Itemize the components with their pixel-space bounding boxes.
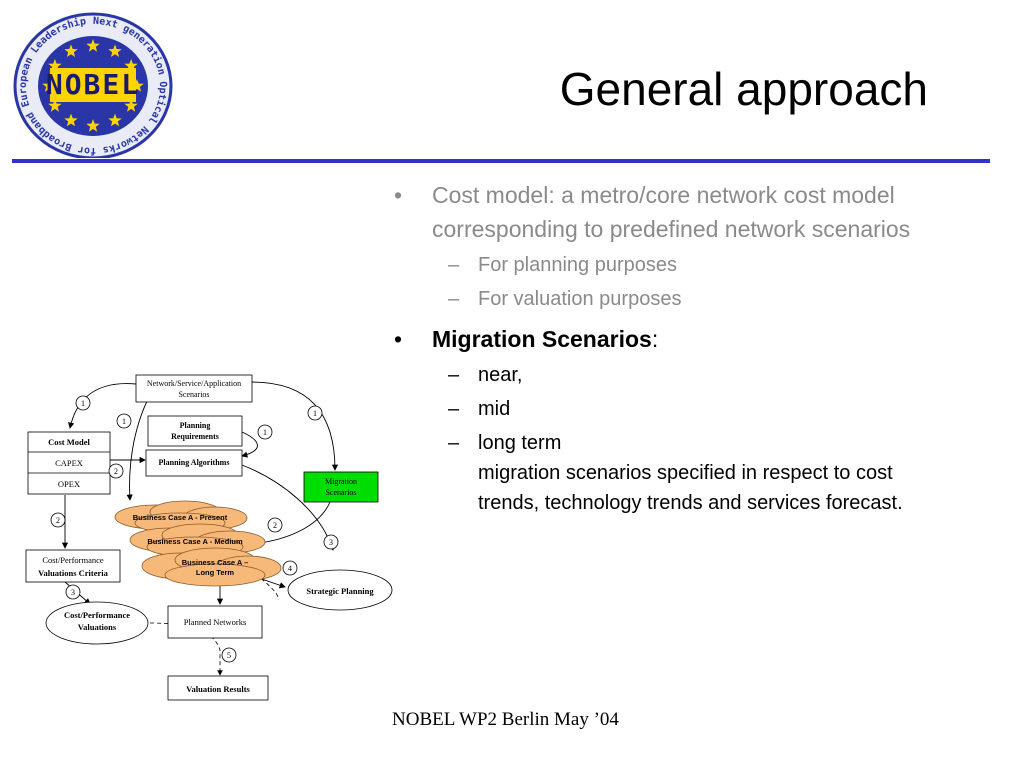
step-number: 2 bbox=[56, 516, 60, 525]
svg-text:CAPEX: CAPEX bbox=[55, 458, 83, 468]
star-icon bbox=[124, 99, 138, 112]
sub-bullet: – For valuation purposes bbox=[448, 288, 682, 310]
step-number: 1 bbox=[313, 409, 317, 418]
svg-text:Planned Networks: Planned Networks bbox=[184, 617, 247, 627]
star-icon bbox=[64, 113, 78, 127]
svg-text:Business Case A - Present: Business Case A - Present bbox=[133, 513, 228, 522]
bullet-dot: • bbox=[394, 182, 403, 208]
svg-text:Valuation Results: Valuation Results bbox=[186, 684, 250, 694]
step-circle bbox=[307, 405, 323, 421]
step-markers: 1 1 1 1 2 2 2 3 3 4 5 bbox=[50, 395, 339, 663]
sub-bullet: – For planning purposes bbox=[448, 254, 678, 276]
svg-text:Valuations Criteria: Valuations Criteria bbox=[38, 568, 109, 578]
slide-footer: NOBEL WP2 Berlin May ’04 bbox=[392, 709, 619, 730]
svg-text:Scenarios: Scenarios bbox=[178, 390, 209, 399]
svg-text:Cost/Performance: Cost/Performance bbox=[42, 555, 104, 565]
svg-text:Network/Service/Application: Network/Service/Application bbox=[147, 379, 241, 388]
star-icon bbox=[42, 79, 56, 92]
sub-bullet: – near, bbox=[448, 364, 523, 386]
cost-model-table: Cost Model CAPEX OPEX bbox=[27, 431, 111, 495]
bullet-migration-scenarios: • Migration Scenarios: bbox=[394, 322, 954, 356]
svg-text:Business Case A –: Business Case A – bbox=[182, 558, 249, 567]
star-icon bbox=[108, 113, 122, 127]
svg-text:Cost Model: Cost Model bbox=[48, 437, 90, 447]
star-icon bbox=[86, 119, 100, 132]
bullet-cost-model: • Cost model: a metro/core network cost … bbox=[394, 178, 954, 246]
star-icon bbox=[130, 79, 144, 92]
svg-text:Strategic Planning: Strategic Planning bbox=[306, 586, 374, 596]
svg-text:Requirements: Requirements bbox=[171, 432, 219, 441]
step-circle bbox=[221, 647, 237, 663]
slide-title: General approach bbox=[559, 63, 928, 115]
svg-text:Valuations: Valuations bbox=[78, 622, 117, 632]
logo-wordmark: NOBEL bbox=[46, 68, 140, 101]
star-icon bbox=[124, 59, 138, 72]
step-circle bbox=[267, 517, 283, 533]
step-number: 1 bbox=[263, 428, 267, 437]
star-icon bbox=[86, 39, 100, 52]
step-circle bbox=[75, 395, 91, 411]
bullet-list: • Cost model: a metro/core network cost … bbox=[394, 178, 954, 518]
business-case-clouds bbox=[114, 500, 282, 587]
svg-text:Planning: Planning bbox=[180, 421, 211, 430]
valuation-results-box bbox=[167, 675, 269, 701]
migration-scenarios-box bbox=[303, 471, 379, 503]
step-number: 1 bbox=[122, 417, 126, 426]
star-icon bbox=[64, 44, 78, 57]
logo-stars bbox=[42, 39, 144, 132]
step-circle bbox=[65, 584, 81, 600]
step-circle bbox=[282, 560, 298, 576]
step-number: 2 bbox=[273, 521, 277, 530]
step-number: 4 bbox=[288, 564, 292, 573]
planned-networks-box bbox=[167, 605, 263, 639]
step-number: 3 bbox=[71, 588, 75, 597]
nobel-logo: Next generation Optical Networks for Bro… bbox=[13, 12, 173, 158]
title-underline bbox=[12, 159, 990, 163]
planning-requirements-box bbox=[147, 415, 243, 447]
step-circle bbox=[116, 413, 132, 429]
step-number: 5 bbox=[227, 651, 231, 660]
strategic-planning bbox=[287, 569, 393, 611]
sub-bullet: – mid bbox=[448, 398, 511, 420]
star-icon bbox=[48, 59, 62, 72]
svg-text:OPEX: OPEX bbox=[58, 479, 80, 489]
cost-performance-criteria-box bbox=[25, 549, 121, 583]
step-number: 3 bbox=[329, 538, 333, 547]
star-icon bbox=[48, 99, 62, 112]
svg-text:Cost/Performance: Cost/Performance bbox=[64, 610, 130, 620]
sub-bullet: – long term migration scenarios specifie… bbox=[394, 428, 954, 518]
planning-algorithms-box bbox=[145, 449, 243, 477]
svg-text:Migration: Migration bbox=[325, 477, 357, 486]
step-circle bbox=[323, 534, 339, 550]
svg-text:Business Case A - Medium: Business Case A - Medium bbox=[147, 537, 243, 546]
step-number: 1 bbox=[81, 399, 85, 408]
svg-text:Planning Algorithms: Planning Algorithms bbox=[159, 458, 230, 467]
step-circle bbox=[257, 424, 273, 440]
step-number: 2 bbox=[114, 467, 118, 476]
step-circle bbox=[108, 463, 124, 479]
bullet-dot: • bbox=[394, 326, 403, 352]
cost-performance-valuations bbox=[45, 601, 149, 645]
sub-bullet-continuation: migration scenarios specified in respect… bbox=[478, 462, 903, 514]
scenarios-box bbox=[135, 374, 253, 403]
approach-diagram: Network/Service/Application Scenarios Co… bbox=[25, 374, 393, 701]
svg-text:Long Term: Long Term bbox=[196, 568, 235, 577]
svg-text:Scenarios: Scenarios bbox=[325, 488, 356, 497]
step-circle bbox=[50, 512, 66, 528]
star-icon bbox=[108, 44, 122, 57]
